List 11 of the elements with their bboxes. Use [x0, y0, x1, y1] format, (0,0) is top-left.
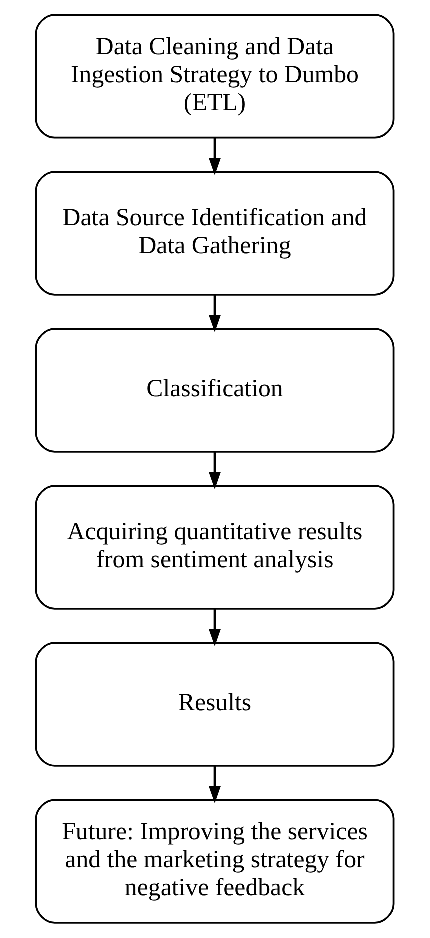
arrow [209, 138, 221, 176]
node-box: Data Cleaning and Data Ingestion Strategy to Dumbo (ETL) [35, 14, 395, 139]
node-box: Data Source Identification and Data Gathering [35, 171, 395, 296]
node-box: Results [35, 642, 395, 767]
node-box: Future: Improving the services and the marketing strategy for negative feedback [35, 799, 395, 924]
arrow [209, 766, 221, 804]
arrow [209, 452, 221, 490]
node-box: Acquiring quantitative results from sentiment analysis [35, 485, 395, 610]
node-box: Classification [35, 328, 395, 453]
arrow [209, 294, 221, 332]
arrow [209, 609, 221, 646]
